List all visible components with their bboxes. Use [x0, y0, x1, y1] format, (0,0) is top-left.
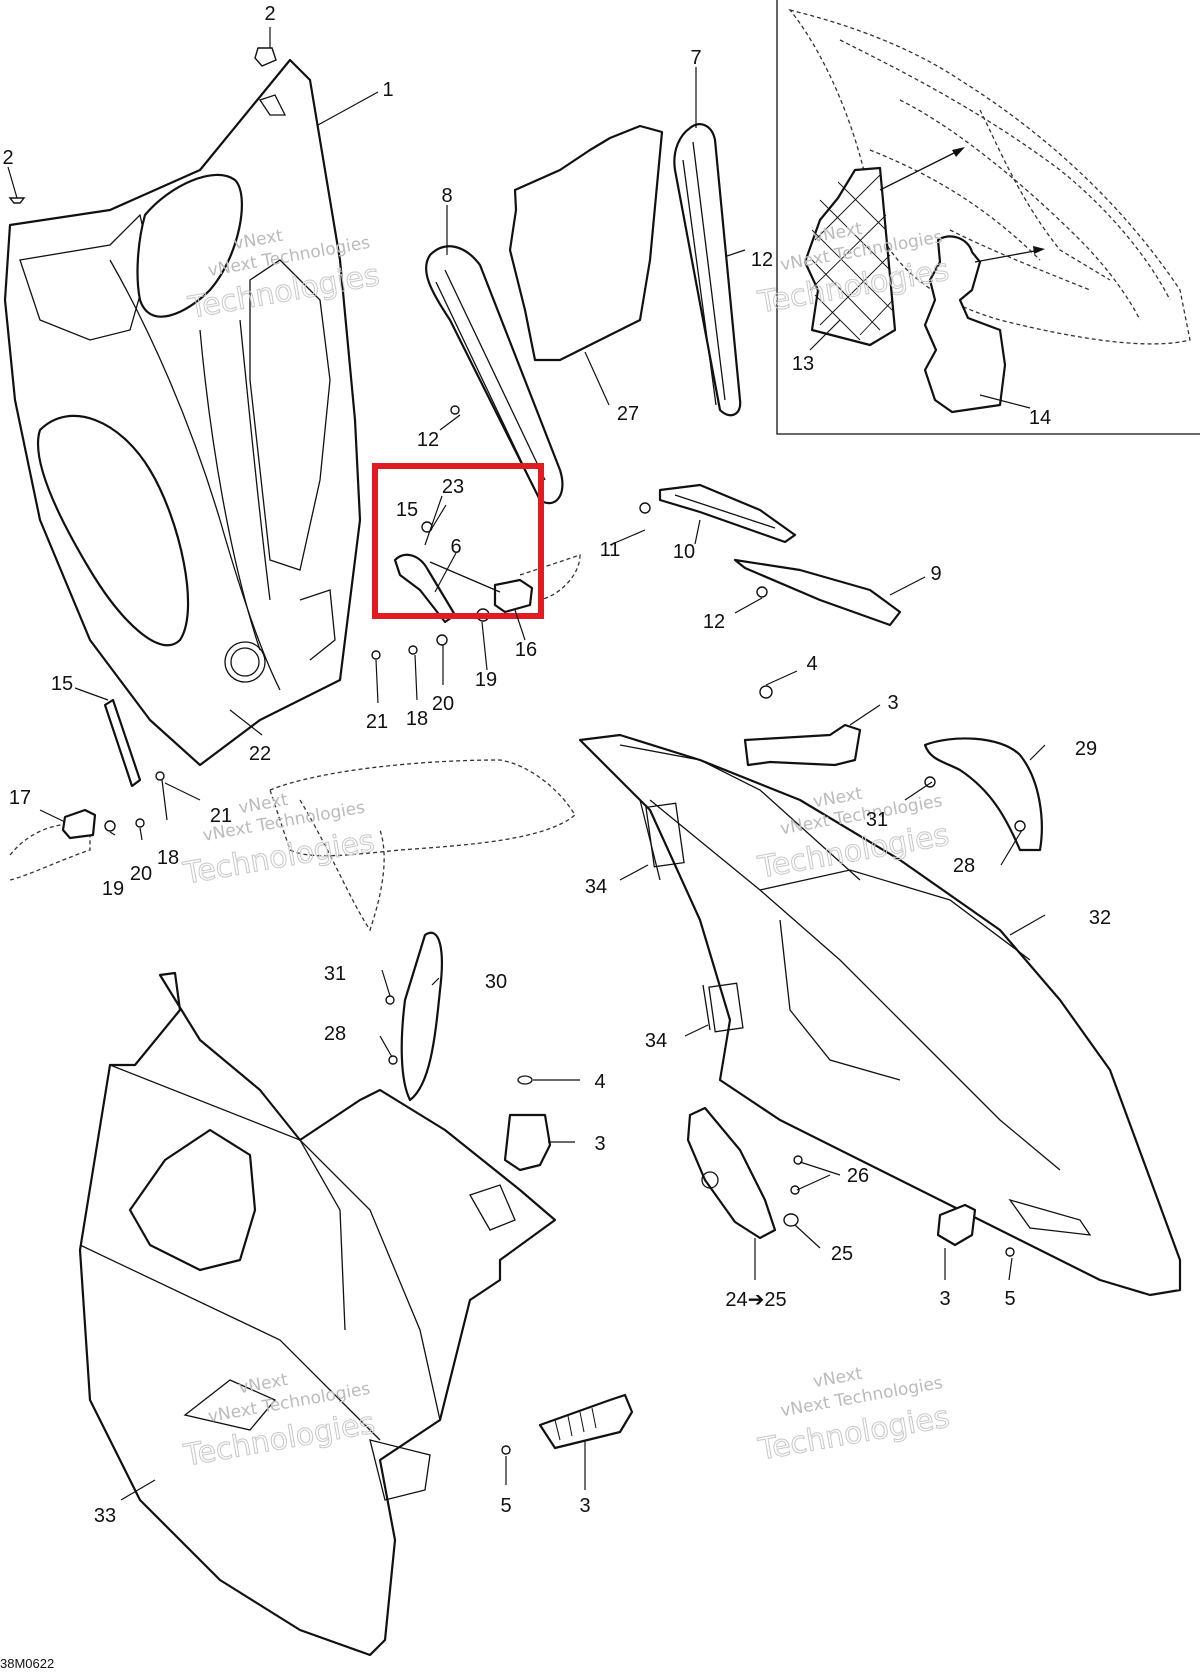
callout-labels: 2 1 2 7 8 12 13 14 27 12 23 15 6 11 10 9… — [2, 3, 1111, 1527]
callout-c34a: 34 — [585, 876, 607, 898]
callout-c5a: 5 — [1004, 1288, 1015, 1310]
callout-c12b: 12 — [417, 429, 439, 451]
part-1-side-panel — [3, 58, 362, 767]
callout-c27: 27 — [617, 403, 639, 425]
callout-c14: 14 — [1029, 407, 1051, 429]
callout-c6: 6 — [450, 536, 461, 558]
callout-c20a: 20 — [432, 693, 454, 715]
leader-lines — [7, 27, 1046, 1501]
callout-c28a: 28 — [953, 855, 975, 877]
part-10-trim — [658, 483, 797, 544]
part-7-frame — [673, 123, 742, 417]
callout-c23: 23 — [442, 476, 464, 498]
callout-c15a: 15 — [396, 499, 418, 521]
callout-c19b: 19 — [102, 878, 124, 900]
callout-c21b: 21 — [210, 805, 232, 827]
callout-c24: 24➔25 — [725, 1289, 786, 1311]
callout-c2a: 2 — [264, 3, 275, 25]
part-3-handle-right — [936, 1203, 1015, 1257]
part-33-side-panel — [78, 971, 557, 1657]
part-32-hood — [578, 733, 1182, 1297]
callout-c5b: 5 — [500, 1495, 511, 1517]
callout-c12c: 12 — [703, 611, 725, 633]
callout-c7: 7 — [690, 47, 701, 69]
callout-c3d: 3 — [579, 1495, 590, 1517]
callout-c9: 9 — [930, 563, 941, 585]
callout-c29: 29 — [1075, 738, 1097, 760]
callout-c13: 13 — [792, 353, 814, 375]
callout-c28b: 28 — [324, 1023, 346, 1045]
callout-c1: 1 — [382, 79, 393, 101]
callout-c3a: 3 — [887, 692, 898, 714]
callout-c3c: 3 — [939, 1288, 950, 1310]
callout-c17: 17 — [9, 787, 31, 809]
part-15-17-brackets — [61, 698, 165, 840]
callout-c20b: 20 — [130, 863, 152, 885]
callout-c2b: 2 — [2, 147, 13, 169]
highlight-box — [372, 463, 544, 619]
callout-c26: 26 — [847, 1165, 869, 1187]
callout-c16: 16 — [515, 639, 537, 661]
callout-c22: 22 — [249, 743, 271, 765]
part-9-trim — [733, 558, 902, 627]
part-24-bracket — [686, 1106, 803, 1240]
callout-c30: 30 — [485, 971, 507, 993]
part-27-foam — [508, 124, 664, 362]
callout-c18b: 18 — [157, 847, 179, 869]
small-fasteners — [8, 47, 768, 1455]
part-3-handle-mid — [503, 1075, 552, 1172]
callout-c3b: 3 — [594, 1133, 605, 1155]
callout-c19a: 19 — [475, 669, 497, 691]
callout-c34b: 34 — [645, 1030, 667, 1052]
callout-c25: 25 — [831, 1243, 853, 1265]
callout-c4a: 4 — [806, 653, 817, 675]
callout-c33: 33 — [94, 1505, 116, 1527]
part-3-handle-bottom — [538, 1393, 634, 1450]
callout-c32: 32 — [1089, 907, 1111, 929]
dashed-sections — [9, 554, 581, 932]
callout-c4b: 4 — [594, 1071, 605, 1093]
part-8-frame — [425, 245, 564, 505]
inset-detail — [776, 0, 1200, 435]
callout-c31b: 31 — [324, 963, 346, 985]
callout-c8: 8 — [441, 185, 452, 207]
part-30-trim — [400, 931, 443, 1102]
callout-c15b: 15 — [51, 673, 73, 695]
callout-c11: 11 — [600, 539, 621, 561]
drawing-code: 38M0622 — [0, 1656, 54, 1671]
part-3-handle-top — [743, 685, 862, 767]
callout-c12a: 12 — [751, 249, 773, 271]
highlighted-bracket-area — [393, 521, 534, 624]
callout-c31a: 31 — [866, 809, 888, 831]
callout-c10: 10 — [673, 541, 695, 563]
callout-c18a: 18 — [406, 708, 428, 730]
callout-c21a: 21 — [366, 711, 388, 733]
